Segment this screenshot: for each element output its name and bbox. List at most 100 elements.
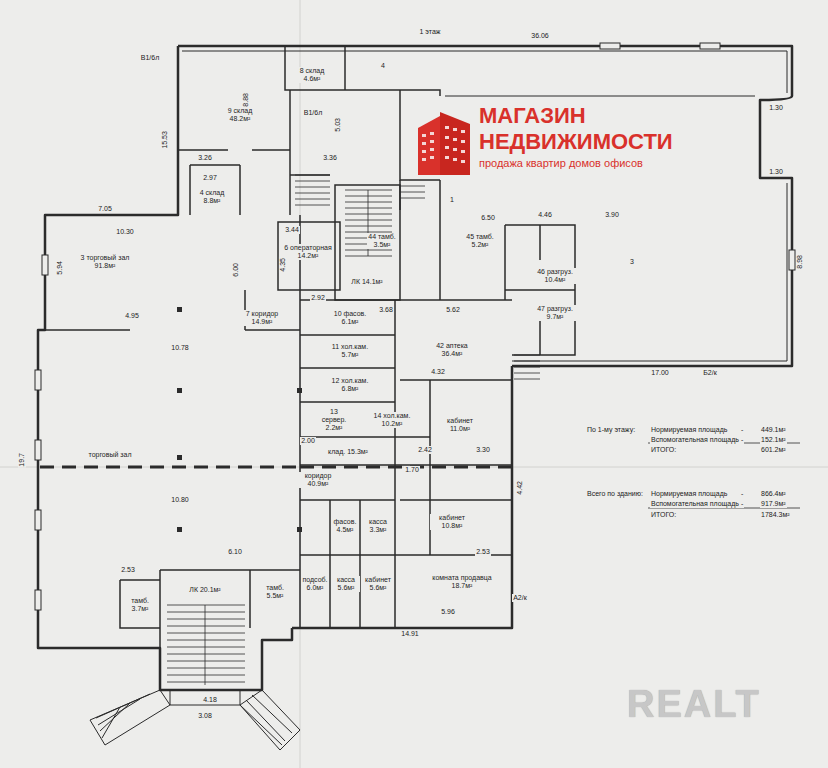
room-text: 13 сервер. 2.2м² xyxy=(316,408,352,431)
dimension-label: 17.00 xyxy=(650,369,670,377)
dimension-label: Б2/к xyxy=(702,369,718,377)
dimension-label: 1.70 xyxy=(404,466,420,474)
dimension-label: 10.30 xyxy=(115,228,135,236)
dimension-label: 3.68 xyxy=(378,306,394,314)
room-text: 11 хол.кам. 5.7м² xyxy=(330,343,370,358)
room-label: кабинет 5.6м² xyxy=(363,576,393,591)
room-text: тамб. 3.7м² xyxy=(122,597,158,612)
room-label: комната продавца 18.7м² xyxy=(427,574,497,589)
room-label: 13 сервер. 2.2м² xyxy=(316,408,352,431)
dimension-label: 8.98 xyxy=(796,254,804,270)
dimension-label: 5.96 xyxy=(440,608,456,616)
room-text: 1 xyxy=(449,196,455,204)
room-text: 3 торговый зал 91.8м² xyxy=(77,254,133,269)
room-text: торговый зал xyxy=(88,451,133,459)
room-label: 4 xyxy=(380,62,386,70)
dimension-label: 10.80 xyxy=(170,496,190,504)
area-table-cell: Нормируемая площадь xyxy=(650,490,728,498)
dimension-label: 5.62 xyxy=(445,306,461,314)
room-text: 47 разгруз. 9.7м² xyxy=(533,305,577,320)
dimension-label: 2.00 xyxy=(300,437,316,445)
room-label: 44 тамб. 3.5м² xyxy=(367,233,397,248)
dimension-label: 5.94 xyxy=(56,260,64,276)
dimension-label: 2.53 xyxy=(120,566,136,574)
room-label: касса 5.6м² xyxy=(332,576,360,591)
dimension-label: 36.06 xyxy=(530,32,550,40)
room-text: клад. 15.3м² xyxy=(327,448,369,456)
dimension-label: 19.7 xyxy=(18,452,26,468)
room-label: 46 разгруз. 10.4м² xyxy=(533,268,577,283)
room-label: 14 хол.кам. 10.2м² xyxy=(372,412,412,427)
dimension-label: 6.10 xyxy=(227,548,243,556)
watermark-text: REALT xyxy=(626,684,762,726)
room-label: 12 хол.кам. 6.8м² xyxy=(330,377,370,392)
room-text: кабинет 5.6м² xyxy=(363,576,393,591)
room-label: кабинет 10.8м² xyxy=(430,514,474,529)
room-label: ЛК 20.1м² xyxy=(188,586,221,594)
room-text: кабинет 11.0м² xyxy=(438,417,482,432)
area-table-cell: ИТОГО: xyxy=(650,446,677,454)
dimension-label: 3.44 xyxy=(284,226,300,234)
room-text: 42 аптека 36.4м² xyxy=(427,342,477,357)
dimension-label: В1/6л xyxy=(140,54,160,62)
dimension-label: 4.42 xyxy=(516,480,524,496)
room-label: коридор 40.9м² xyxy=(296,472,340,487)
columns xyxy=(177,307,302,532)
room-label: 42 аптека 36.4м² xyxy=(427,342,477,357)
dimension-label: 4.18 xyxy=(202,696,218,704)
room-label: 4 склад 8.8м² xyxy=(192,189,232,204)
stairs xyxy=(167,175,540,685)
area-table-cell: По 1-му этажу: xyxy=(586,426,636,434)
dimension-label: 15.53 xyxy=(161,130,169,150)
area-table-cell: - xyxy=(740,436,744,444)
dimension-label: 4.95 xyxy=(124,312,140,320)
room-text: 46 разгруз. 10.4м² xyxy=(533,268,577,283)
logo-building xyxy=(414,106,472,178)
watermark-text: продажа квартир домов офисов xyxy=(478,157,644,169)
room-text: 12 хол.кам. 6.8м² xyxy=(330,377,370,392)
area-table-cell: - xyxy=(740,490,744,498)
room-label: 8 склад 4.6м² xyxy=(292,67,332,82)
area-table-cell: Всего по зданию: xyxy=(586,490,644,498)
inner-top-band xyxy=(182,51,787,361)
room-text: кабинет 10.8м² xyxy=(430,514,474,529)
dimension-label: 14.91 xyxy=(400,630,420,638)
room-text: тамб. 5.5м² xyxy=(257,584,293,599)
room-text: 14 хол.кам. 10.2м² xyxy=(372,412,412,427)
room-text: подсоб. 6.0м² xyxy=(301,576,329,591)
dimension-label: 4.35 xyxy=(279,257,287,273)
room-text: ЛК 20.1м² xyxy=(188,586,221,594)
dimension-label: 1.30 xyxy=(768,104,784,112)
area-table-cell: - xyxy=(740,426,744,434)
room-text: фасов. 4.5м² xyxy=(331,518,359,533)
windows xyxy=(35,43,795,610)
dimension-label: 4.46 xyxy=(537,211,553,219)
room-label: клад. 15.3м² xyxy=(327,448,369,456)
room-label: 11 хол.кам. 5.7м² xyxy=(330,343,370,358)
room-label: 7 коридор 14.9м² xyxy=(244,310,280,325)
table-rule xyxy=(648,443,800,508)
dimension-label: 4.32 xyxy=(430,368,446,376)
room-label: тамб. 3.7м² xyxy=(122,597,158,612)
watermark-text: МАГАЗИН xyxy=(478,104,587,128)
room-label: касса 3.3м² xyxy=(364,518,392,533)
area-table-cell: Вспомогательная площадь xyxy=(650,500,740,508)
room-text: ЛК 14.1м² xyxy=(350,278,383,286)
area-table-cell: 152.1м² xyxy=(760,436,787,444)
room-label: 3 торговый зал 91.8м² xyxy=(77,254,133,269)
area-table-cell: 917.9м² xyxy=(760,500,787,508)
room-text: 4 xyxy=(380,62,386,70)
entrance-stairs xyxy=(90,690,300,750)
dimension-label: 3.08 xyxy=(197,712,213,720)
dimension-label: 2.97 xyxy=(202,174,218,182)
dimension-label: 2.92 xyxy=(310,294,326,302)
partition-line xyxy=(40,466,512,469)
room-label: подсоб. 6.0м² xyxy=(301,576,329,591)
dimension-label: 6.00 xyxy=(232,262,240,278)
room-text: 4 склад 8.8м² xyxy=(192,189,232,204)
dimension-label: 1.30 xyxy=(768,168,784,176)
dimension-label: 3.36 xyxy=(322,154,338,162)
room-text: 8 склад 4.6м² xyxy=(292,67,332,82)
room-label: ЛК 14.1м² xyxy=(350,278,383,286)
